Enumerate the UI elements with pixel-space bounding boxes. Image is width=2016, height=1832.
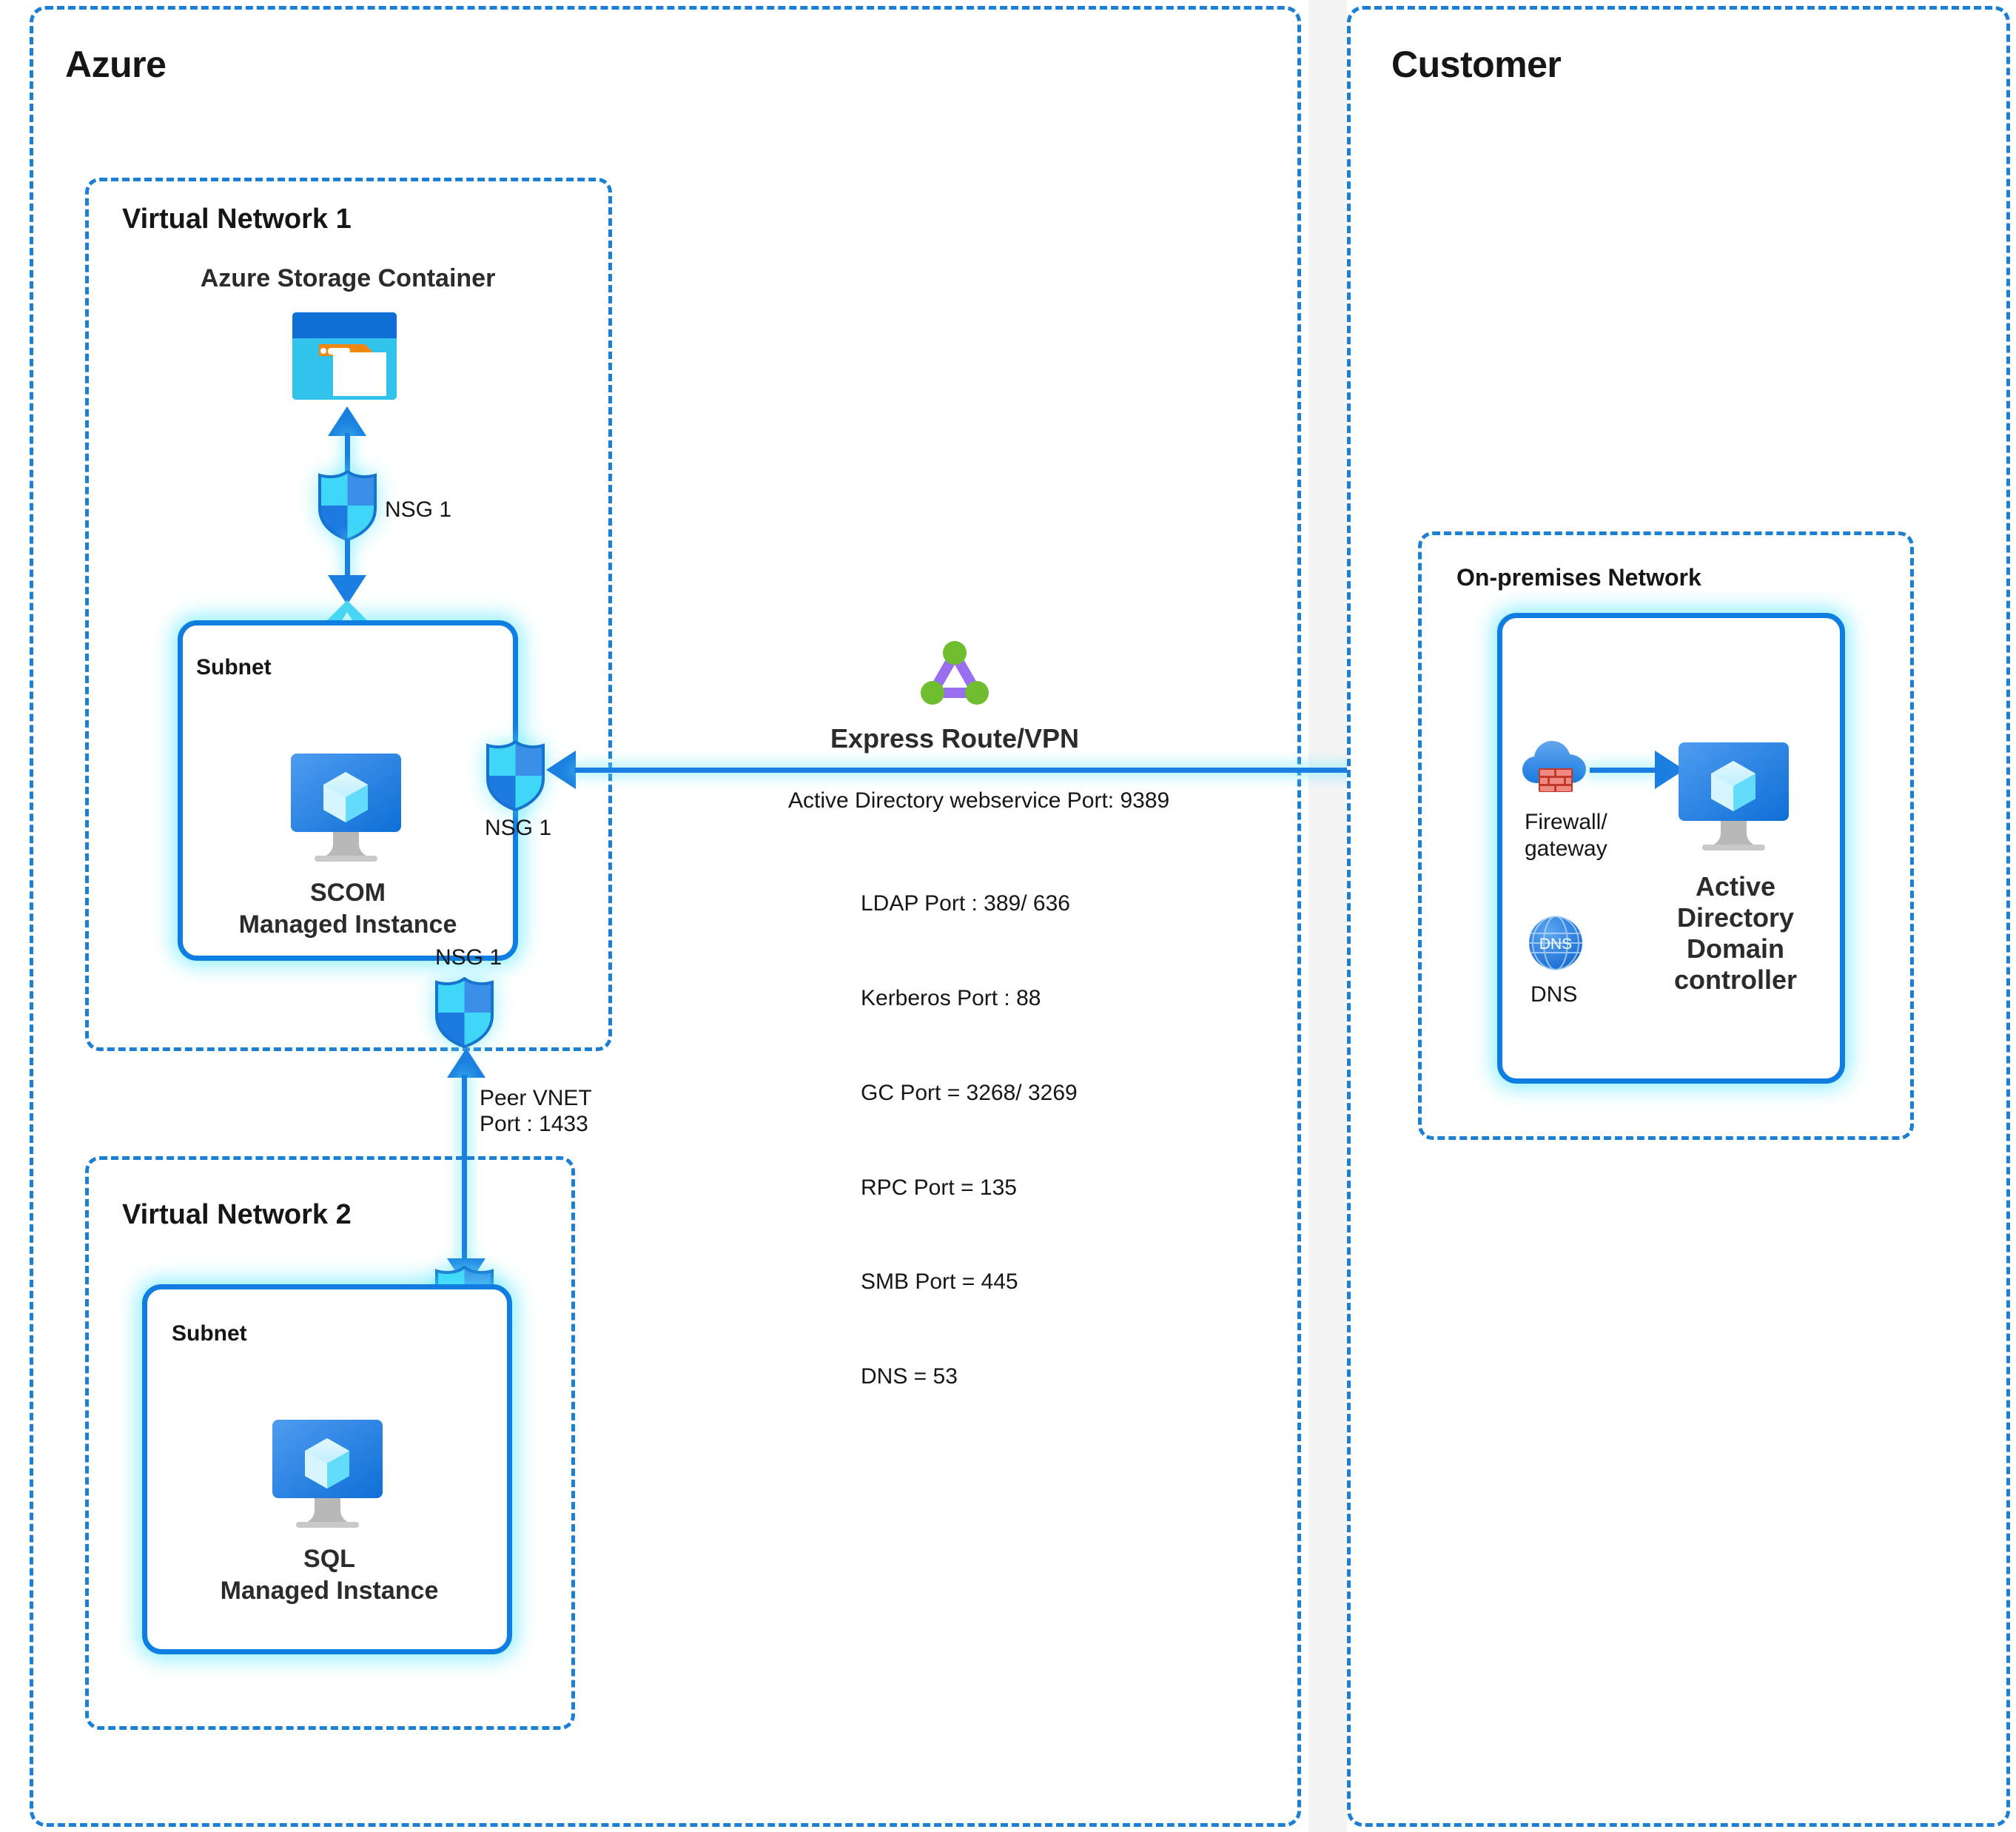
on-premises-network-box [1418,531,1914,1140]
azure-panel-title: Azure [65,44,167,85]
ad-webservice-port-label: Active Directory webservice Port: 9389 [788,788,1170,813]
port-list-item: LDAP Port : 389/ 636 [861,891,1070,916]
port-list-item: SMB Port = 445 [861,1269,1018,1295]
express-route-caption: Express Route/VPN [830,723,1080,754]
scom-caption-line1: SCOM [310,879,386,907]
azure-storage-container-icon [291,309,398,406]
peer-arrow-up-head [447,1048,485,1078]
nsg-1-bottom-label: NSG 1 [435,945,503,970]
peer-vnet-label-line2: Port : 1433 [480,1112,588,1136]
svg-text:DNS: DNS [1539,936,1572,953]
nsg-1-right-shield-icon [485,739,546,815]
domain-controller-line1: Active [1695,871,1776,902]
storage-arrow-up-head [328,406,366,436]
domain-controller-line4: controller [1673,964,1798,995]
scom-caption-line2: Managed Instance [238,910,457,939]
firewall-cloud-icon [1521,737,1589,799]
on-premises-inner-box [1497,613,1845,1084]
nsg-nat-connector [345,539,350,577]
nsg-1-storage-label: NSG 1 [385,497,452,522]
express-route-icon [918,638,992,713]
firewall-label-line2: gateway [1525,836,1607,861]
domain-controller-line3: Domain [1686,933,1784,964]
sql-managed-instance-monitor-icon [270,1417,385,1532]
virtual-network-1-box [85,178,612,1051]
scom-managed-instance-monitor-icon [289,751,403,866]
domain-controller-monitor-icon [1676,740,1791,855]
dns-globe-icon: DNS [1527,914,1585,976]
port-list-item: Kerberos Port : 88 [861,985,1041,1010]
sql-caption-line1: SQL [303,1545,355,1573]
sql-caption-line2: Managed Instance [220,1577,439,1605]
peer-vnet-connector [462,1075,467,1267]
peer-vnet-label-line1: Peer VNET [480,1086,592,1110]
port-list-item: GC Port = 3268/ 3269 [861,1080,1078,1105]
virtual-network-1-title: Virtual Network 1 [122,204,352,235]
firewall-label-line1: Firewall/ [1525,810,1607,834]
panel-gutter [1308,0,1347,1832]
virtual-network-2-title: Virtual Network 2 [122,1199,352,1230]
on-premises-network-title: On-premises Network [1456,564,1701,591]
nat-arrow-down-head [328,575,366,605]
nsg-1-right-label: NSG 1 [485,816,552,840]
express-route-arrow-left-head [546,751,576,789]
sql-subnet-label: Subnet [172,1321,247,1346]
nsg-1-peer-shield-icon [434,976,495,1052]
port-list-item: RPC Port = 135 [861,1175,1017,1200]
azure-storage-container-caption: Azure Storage Container [200,264,496,292]
dns-label: DNS [1531,982,1578,1007]
domain-controller-line2: Directory [1676,902,1795,933]
nsg-1-storage-shield-icon [317,469,378,545]
port-list: LDAP Port : 389/ 636 Kerberos Port : 88 … [861,825,1078,1424]
firewall-to-dc-line [1590,768,1656,773]
port-list-item: DNS = 53 [861,1364,958,1389]
express-route-line [574,768,1511,773]
virtual-network-2-box [85,1156,575,1730]
customer-panel-title: Customer [1391,44,1562,85]
scom-subnet-label: Subnet [196,655,272,680]
